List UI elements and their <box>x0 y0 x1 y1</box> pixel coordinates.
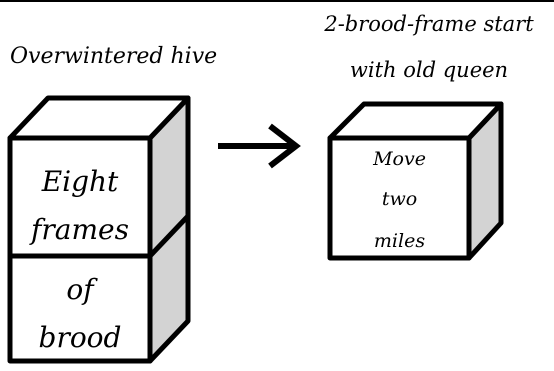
right-box-text-line-1: Move <box>373 148 426 170</box>
left-hive-upper-box <box>7 135 153 259</box>
right-box-text-line-2: two <box>381 188 418 210</box>
left-hive <box>7 95 191 364</box>
lower-box-text-line-1: of <box>66 273 94 306</box>
left-hive-title: Overwintered hive <box>10 44 218 69</box>
upper-box-text-line-1: Eight <box>41 165 119 198</box>
left-hive-side-seam <box>148 214 190 258</box>
lower-box-text-line-2: brood <box>38 321 122 354</box>
left-hive-side-face <box>147 95 191 364</box>
right-hive-title-line-2: with old queen <box>349 58 509 82</box>
right-arrow-icon <box>218 123 301 169</box>
upper-box-text-line-2: frames <box>31 213 129 246</box>
right-hive-box <box>327 135 472 261</box>
left-hive-lower-box <box>7 253 153 364</box>
right-box-text-line-3: miles <box>373 230 426 252</box>
right-hive <box>327 101 504 261</box>
right-hive-title-line-1: 2-brood-frame start <box>324 12 534 36</box>
right-hive-top-face <box>327 101 504 141</box>
